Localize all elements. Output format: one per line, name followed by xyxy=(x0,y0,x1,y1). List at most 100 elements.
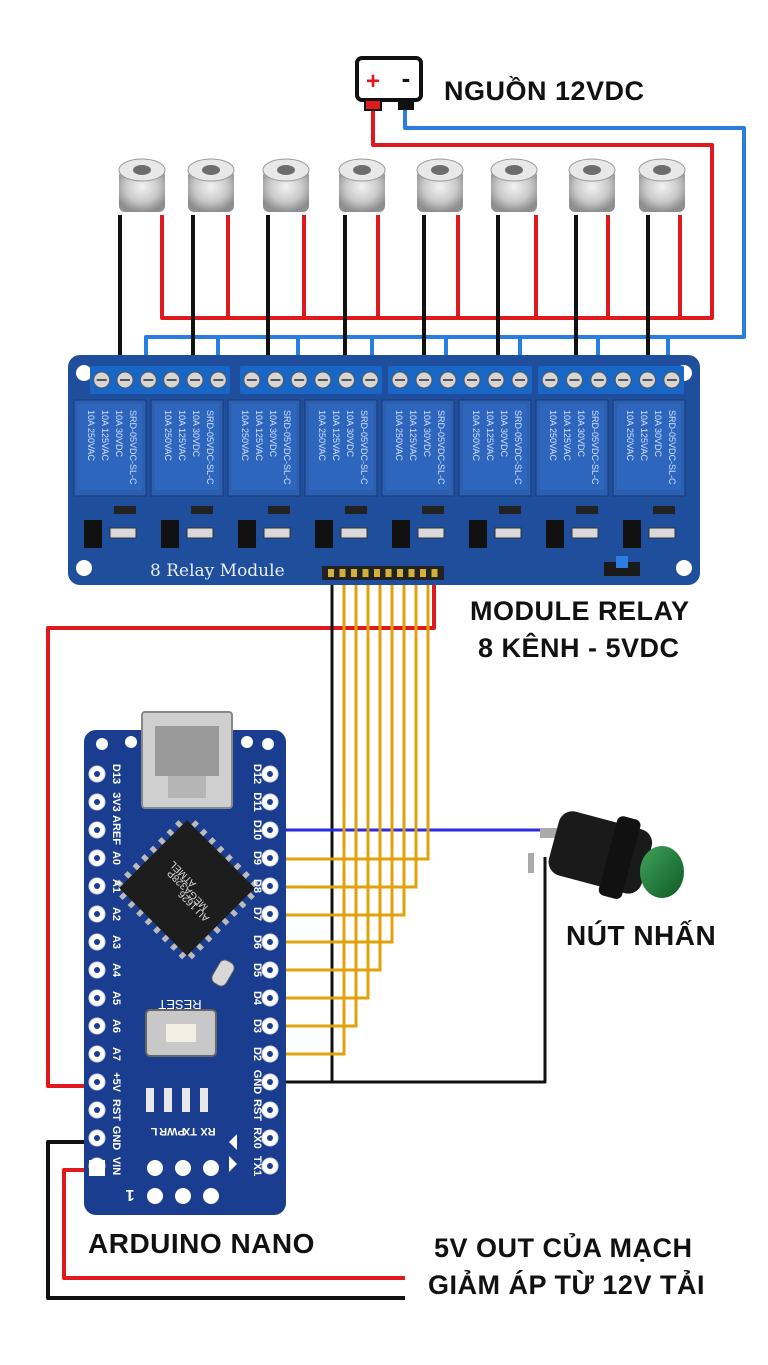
solenoid-icon xyxy=(568,158,616,212)
rx-arrow-icon xyxy=(229,1134,237,1150)
led-label: L xyxy=(150,1125,157,1137)
relay-rating-text: 10A 30VDC xyxy=(191,410,201,458)
diode-icon xyxy=(114,506,136,514)
solenoid-icon xyxy=(262,158,310,212)
signal-wire xyxy=(270,582,358,1028)
pin-label-left: D13 xyxy=(110,764,122,784)
resistor-icon xyxy=(648,527,676,539)
relay-rating-text: 10A 125VAC xyxy=(331,410,341,461)
relay-rating-text: SRD-05VDC-SL-C xyxy=(359,410,369,485)
relay-rating-text: SRD-05VDC-SL-C xyxy=(436,410,446,485)
pin-label-right: D12 xyxy=(251,764,263,784)
optocoupler-icon xyxy=(392,520,410,548)
diode-icon xyxy=(268,506,290,514)
terminal-block xyxy=(388,366,532,394)
signal-wire xyxy=(270,582,430,861)
pin-label-left: A6 xyxy=(110,1019,122,1033)
power-positive-wire xyxy=(160,100,714,320)
relay-rating-text: 10A 125VAC xyxy=(254,410,264,461)
relay-rating-text: 10A 30VDC xyxy=(422,410,432,458)
relay-module-label-line2: 8 KÊNH - 5VDC xyxy=(478,633,680,663)
icsp-pin-icon xyxy=(203,1188,219,1204)
relay-rating-text: SRD-05VDC-SL-C xyxy=(667,410,677,485)
resistor-icon xyxy=(340,527,368,539)
pin-label-left: A0 xyxy=(110,851,122,865)
diode-icon xyxy=(499,506,521,514)
button-gnd-wire xyxy=(332,857,547,1084)
relay-rating-text: 10A 250VAC xyxy=(625,410,635,461)
optocoupler-icon xyxy=(84,520,102,548)
relay-rating-text: 10A 125VAC xyxy=(100,410,110,461)
led-icon xyxy=(146,1088,154,1112)
icsp-pin-icon xyxy=(147,1188,163,1204)
power-supply-label: NGUỒN 12VDC xyxy=(444,76,645,106)
solenoid-black-leads xyxy=(118,215,650,378)
pin-label-left: GND xyxy=(110,1126,122,1151)
relay-rating-text: 10A 250VAC xyxy=(163,410,173,461)
buck-gnd-wire xyxy=(46,1140,405,1300)
relay-rating-text: 10A 250VAC xyxy=(471,410,481,461)
relay-rating-text: SRD-05VDC-SL-C xyxy=(128,410,138,485)
push-button[interactable] xyxy=(528,800,684,904)
buck-label-line2: GIẢM ÁP TỪ 12V TẢI xyxy=(428,1270,705,1300)
relay-rating-text: 10A 125VAC xyxy=(485,410,495,461)
signal-wire xyxy=(270,582,418,889)
diode-icon xyxy=(653,506,675,514)
relay-rating-text: 10A 125VAC xyxy=(408,410,418,461)
pin-label-left: A5 xyxy=(110,991,122,1005)
power-plus-symbol: + xyxy=(366,68,380,95)
led-label: RX xyxy=(200,1125,216,1137)
pin-label-left: A2 xyxy=(110,907,122,921)
led-icon xyxy=(182,1088,190,1112)
tx-arrow-icon xyxy=(229,1156,237,1172)
solenoid-icon xyxy=(118,158,166,212)
relay-rating-text: 10A 125VAC xyxy=(177,410,187,461)
relay-rating-text: 10A 30VDC xyxy=(345,410,355,458)
pin-label-left: 3V3 xyxy=(110,792,122,812)
relay-board-title: 8 Relay Module xyxy=(150,561,285,581)
resistor-icon xyxy=(263,527,291,539)
solenoid-icon xyxy=(187,158,235,212)
terminal-block xyxy=(90,366,230,394)
power-negative-wire xyxy=(144,100,746,378)
signal-wire xyxy=(270,582,346,1056)
relay-module: 10A 250VAC 10A 125VAC 10A 30VDC SRD-05VDC-S… xyxy=(68,355,700,585)
relay-unit: 10A 250VAC 10A 125VAC 10A 30VDC SRD-05VDC-S… xyxy=(458,399,532,548)
resistor-icon xyxy=(571,527,599,539)
relay-rating-text: SRD-05VDC-SL-C xyxy=(590,410,600,485)
relay-rating-text: 10A 30VDC xyxy=(499,410,509,458)
pin-label-right: TX1 xyxy=(251,1156,263,1176)
pin-label-left: A3 xyxy=(110,935,122,949)
resistor-icon xyxy=(494,527,522,539)
relay-rating-text: 10A 125VAC xyxy=(562,410,572,461)
optocoupler-icon xyxy=(469,520,487,548)
relay-rating-text: SRD-05VDC-SL-C xyxy=(513,410,523,485)
solenoid-positive-branches xyxy=(226,215,682,318)
relay-rating-text: 10A 125VAC xyxy=(639,410,649,461)
diode-icon xyxy=(345,506,367,514)
pin-label-right: D2 xyxy=(251,1047,263,1061)
arduino-label: ARDUINO NANO xyxy=(88,1228,315,1259)
diode-icon xyxy=(422,506,444,514)
relay-vcc-wire xyxy=(46,582,436,1088)
signal-wire xyxy=(270,582,406,917)
relay-module-label-line1: MODULE RELAY xyxy=(470,596,690,626)
pin-label-right: D6 xyxy=(251,935,263,949)
solenoid-icon xyxy=(638,158,686,212)
relay-unit: 10A 250VAC 10A 125VAC 10A 30VDC SRD-05VDC-S… xyxy=(612,399,686,548)
relay-rating-text: 10A 30VDC xyxy=(653,410,663,458)
reset-label: RESET xyxy=(158,997,201,1012)
pin-label-right: GND xyxy=(251,1070,263,1095)
pin-label-right: D11 xyxy=(251,792,263,812)
relay-rating-text: 10A 250VAC xyxy=(548,410,558,461)
button-cap xyxy=(640,846,684,898)
icsp-pin-icon xyxy=(203,1160,219,1176)
relay-rating-text: 10A 250VAC xyxy=(86,410,96,461)
optocoupler-icon xyxy=(161,520,179,548)
